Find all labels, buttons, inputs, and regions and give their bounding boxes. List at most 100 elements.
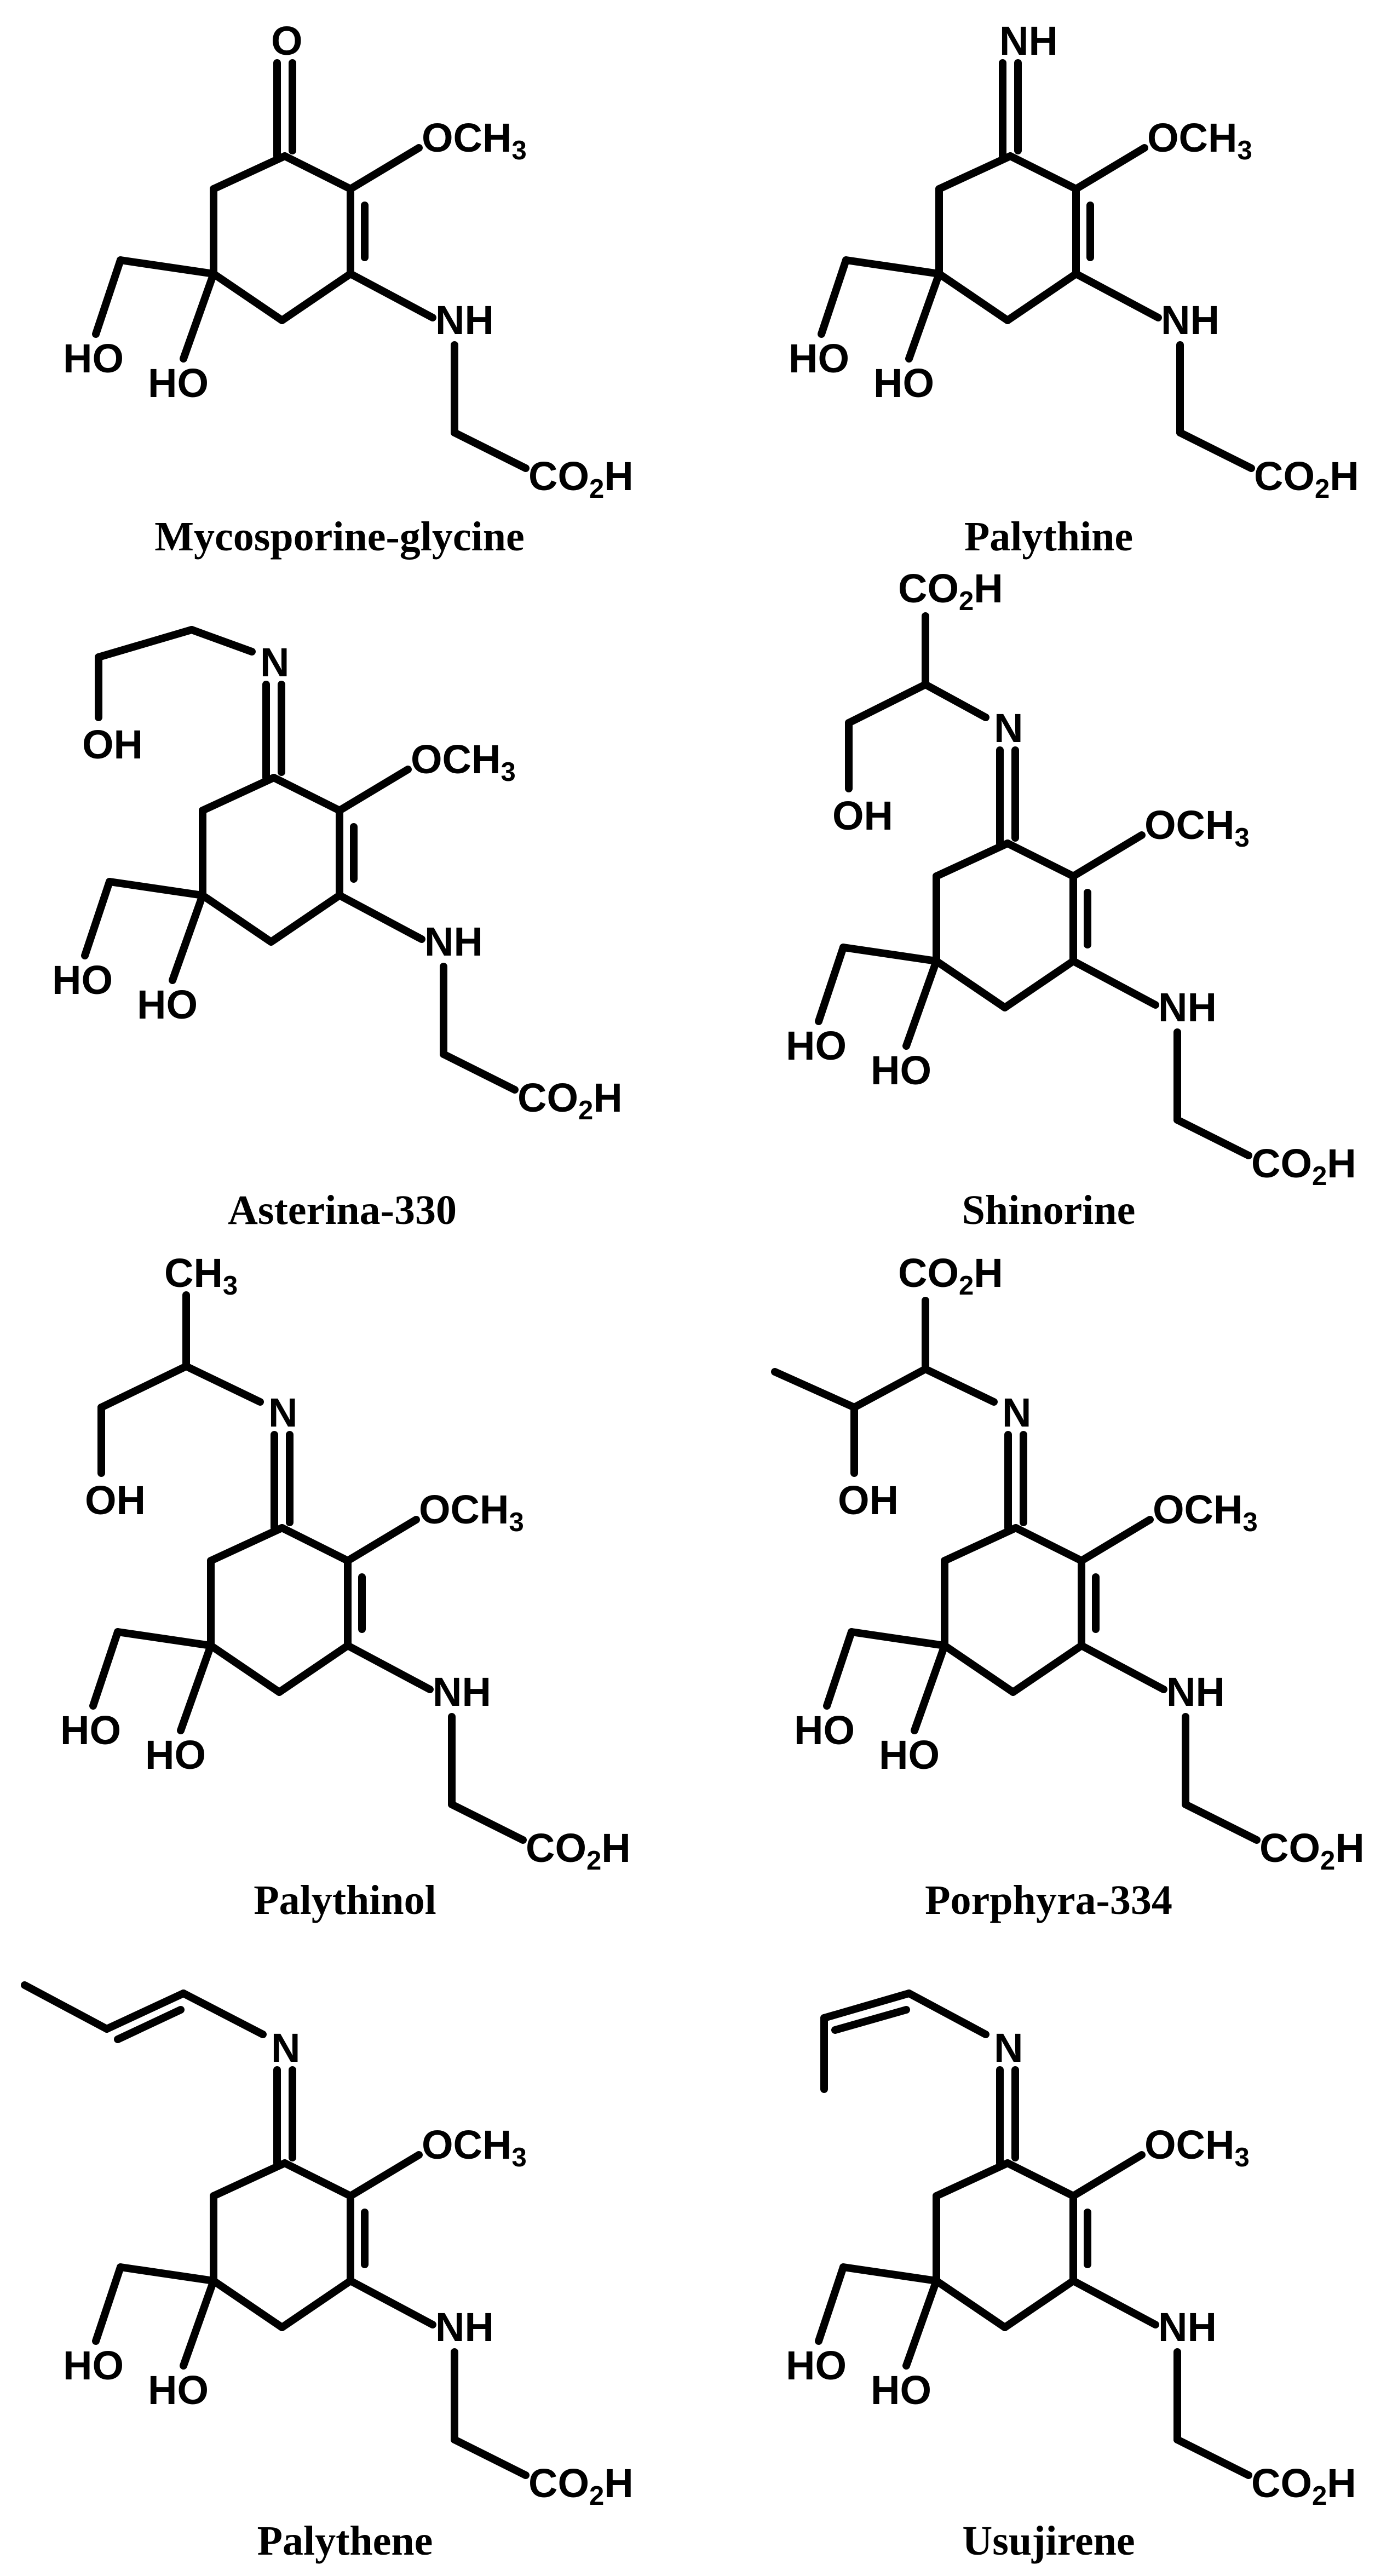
glycine-bond <box>1182 1801 1261 1844</box>
methoxy-label: OCH3​ <box>1147 115 1252 165</box>
hydroxymethyl-label: HO <box>786 2343 847 2388</box>
ring-bond <box>207 1524 286 1565</box>
amine-label: NH <box>433 1669 491 1715</box>
compound-name: Palythene <box>257 2518 433 2564</box>
methoxy-bond <box>347 144 423 193</box>
glycine-bond <box>1173 2436 1252 2479</box>
ring-bond <box>275 1642 352 1696</box>
methoxy-label: OCH3​ <box>1144 2122 1250 2172</box>
hydroxy-bond <box>911 1642 948 1734</box>
glycine-bond <box>451 429 530 472</box>
ring-bond <box>935 270 1011 324</box>
methoxy-bond <box>1069 831 1146 880</box>
side-chain-bond <box>771 1368 858 1411</box>
amine-bond <box>347 2277 436 2328</box>
ring-bond <box>210 270 286 324</box>
imine-nitrogen-label: NH <box>999 18 1058 64</box>
side-chain-hydroxy-label: OH <box>838 1477 899 1523</box>
hydroxy-bond <box>180 2277 217 2370</box>
side-chain-bond <box>95 626 195 661</box>
side-chain-bond <box>820 1990 913 2022</box>
methoxy-label: OCH3​ <box>419 1487 524 1537</box>
compound-name: Palythinol <box>254 1877 436 1923</box>
amine-label: NH <box>1161 297 1219 343</box>
hydroxy-bond <box>905 270 943 363</box>
amine-bond <box>1069 957 1159 1009</box>
hydroxymethyl-label: HO <box>786 1023 847 1068</box>
methoxy-bond <box>344 1516 420 1565</box>
side-chain-acid-label: CO2​H <box>898 1250 1003 1301</box>
compound-name: Asterina-330 <box>228 1187 457 1233</box>
imine-nitrogen-label: N <box>1002 1390 1031 1435</box>
hydroxymethyl-bond <box>815 2263 847 2345</box>
side-chain-methyl-label: CH3​ <box>164 1250 238 1301</box>
carboxylic-acid-label: CO2​H <box>526 1825 631 1876</box>
amine-label: NH <box>435 297 494 343</box>
hydroxymethyl-bond <box>89 1628 122 1710</box>
hydroxy-label: HO <box>873 360 934 406</box>
ring-bond <box>1001 957 1077 1011</box>
carboxylic-acid-label: CO2​H <box>1251 1141 1356 1191</box>
amine-bond <box>347 270 436 321</box>
carboxylic-acid-label: CO2​H <box>528 453 634 504</box>
amine-label: NH <box>1158 985 1217 1030</box>
ring-bond <box>941 1524 1020 1565</box>
amine-label: NH <box>1166 1669 1225 1715</box>
hydroxy-bond <box>169 892 206 984</box>
imine-nitrogen-label: N <box>271 2025 300 2071</box>
ring-bond <box>210 152 289 193</box>
hydroxy-bond <box>180 270 217 363</box>
hydroxymethyl-bond <box>81 878 113 959</box>
side-chain-bond <box>905 1990 989 2038</box>
ring-bond <box>1004 840 1077 880</box>
methoxy-label: OCH3​ <box>411 737 516 787</box>
side-chain-bond <box>922 1365 998 1406</box>
ring-bond <box>278 1524 352 1565</box>
carboxylic-acid-label: CO2​H <box>1259 1825 1365 1876</box>
hydroxymethyl-label: HO <box>63 2343 124 2388</box>
carboxylic-acid-label: CO2​H <box>517 1075 623 1125</box>
compound-name: Palythine <box>964 514 1133 560</box>
ketone-oxygen-label: O <box>271 18 303 64</box>
hydroxymethyl-bond <box>106 878 206 899</box>
ring-bond <box>199 774 278 814</box>
methoxy-bond <box>1069 2151 1146 2200</box>
hydroxymethyl-bond <box>815 944 847 1025</box>
hydroxymethyl-bond <box>839 2263 940 2285</box>
amine-bond <box>336 892 425 943</box>
side-chain-bond <box>845 681 929 727</box>
methoxy-bond <box>336 766 412 814</box>
hydroxy-bond <box>902 2277 940 2370</box>
hydroxy-bond <box>902 957 940 1050</box>
amine-label: NH <box>435 2304 494 2350</box>
methoxy-label: OCH3​ <box>1144 802 1250 853</box>
glycine-bond <box>1176 429 1255 472</box>
side-chain-bond <box>97 1362 190 1411</box>
ring-bond <box>210 2159 289 2200</box>
glycine-bond <box>451 2436 530 2479</box>
side-chain-bond <box>850 1365 929 1411</box>
hydroxymethyl-bond <box>818 256 850 338</box>
ring-bond <box>933 957 1009 1011</box>
hydroxymethyl-bond <box>842 256 943 278</box>
ring-bond <box>270 774 343 814</box>
methoxy-label: OCH3​ <box>1153 1487 1258 1537</box>
methoxy-label: OCH3​ <box>422 115 527 165</box>
glycine-bond <box>440 1050 519 1094</box>
ring-bond <box>210 2277 286 2331</box>
ring-bond <box>941 1642 1017 1696</box>
compound-name: Usujirene <box>962 2518 1135 2564</box>
ring-bond <box>281 152 354 193</box>
imine-nitrogen-label: N <box>994 705 1023 751</box>
hydroxy-label: HO <box>145 1732 206 1778</box>
methoxy-label: OCH3​ <box>422 2122 527 2172</box>
imine-nitrogen-label: N <box>268 1390 297 1435</box>
hydroxy-bond <box>177 1642 215 1734</box>
hydroxymethyl-bond <box>117 2263 217 2285</box>
hydroxymethyl-bond <box>92 2263 124 2345</box>
